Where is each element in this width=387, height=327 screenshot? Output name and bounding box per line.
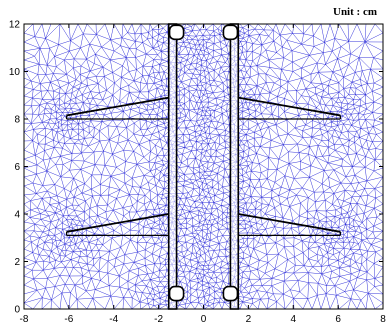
y-tick-label: 10 (9, 67, 21, 78)
y-tick-label: 4 (14, 210, 20, 221)
center-plate-2 (229, 23, 240, 310)
y-tick-label: 0 (14, 305, 20, 316)
y-tick-label: 8 (14, 115, 20, 126)
x-tick-label: 2 (246, 314, 252, 325)
slot-1 (168, 24, 185, 41)
x-axis-tick-labels: -8 -6 -4 -2 0 2 4 6 8 (20, 314, 387, 325)
x-tick-label: 6 (335, 314, 341, 325)
x-tick-label: -8 (20, 314, 29, 325)
fin-upper-edge-3 (66, 213, 169, 233)
y-tick-label: 12 (9, 20, 21, 31)
x-tick-label: 4 (290, 314, 296, 325)
slot-4 (222, 285, 239, 302)
electrode-structure (65, 23, 342, 310)
center-plate-1 (167, 23, 178, 310)
fin-upper-edge-1 (66, 96, 169, 117)
y-tick-label: 6 (14, 162, 20, 173)
slot-3 (168, 285, 185, 302)
unit-label: Unit : cm (333, 6, 377, 18)
x-tick-label: 0 (201, 314, 207, 325)
x-tick-label: -6 (64, 314, 73, 325)
y-tick-label: 2 (14, 257, 20, 268)
fin-upper-edge-2 (238, 96, 341, 117)
x-tick-label: -4 (109, 314, 118, 325)
y-axis-tick-labels: 0 2 4 6 8 10 12 (9, 20, 21, 316)
x-tick-label: 8 (380, 314, 386, 325)
axis-ticks (23, 23, 384, 310)
x-tick-label: -2 (154, 314, 163, 325)
fin-upper-edge-4 (238, 213, 341, 233)
slot-2 (222, 24, 239, 41)
